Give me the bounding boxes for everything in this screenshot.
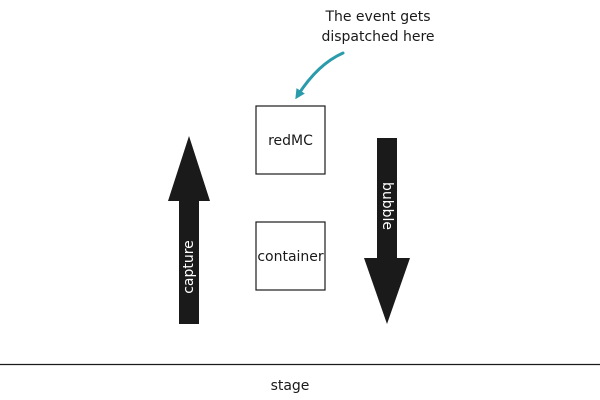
stage-label: stage	[271, 378, 310, 394]
capture-label: capture	[181, 240, 197, 294]
container-label: container	[257, 249, 324, 265]
bubble-arrow: bubble	[364, 138, 410, 324]
annotation-line-1: The event gets	[324, 9, 430, 25]
redmc-node: redMC	[255, 105, 326, 175]
redmc-label: redMC	[268, 133, 313, 149]
bubble-label: bubble	[379, 182, 395, 230]
container-node: container	[255, 221, 326, 291]
capture-arrow: capture	[168, 136, 210, 324]
annotation-line-2: dispatched here	[321, 29, 434, 45]
annotation-arrow	[295, 51, 345, 100]
